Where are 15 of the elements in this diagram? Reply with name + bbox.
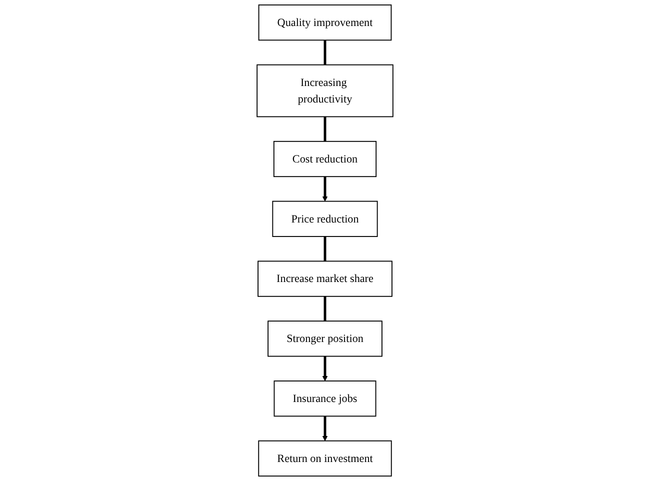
connector bbox=[323, 236, 326, 262]
arrow bbox=[322, 356, 328, 382]
node-box: Increasing productivity bbox=[256, 64, 393, 118]
arrow bbox=[322, 416, 328, 442]
connector bbox=[323, 116, 326, 142]
node-box: Cost reduction bbox=[272, 140, 376, 178]
node-box: Quality improvement bbox=[258, 4, 392, 41]
node-box: Increase market share bbox=[257, 260, 392, 297]
connector bbox=[323, 40, 326, 65]
node-box: Price reduction bbox=[272, 200, 378, 237]
connector bbox=[323, 296, 326, 322]
node-box: Insurance jobs bbox=[273, 380, 376, 417]
arrow bbox=[322, 176, 328, 202]
node-box: Stronger position bbox=[267, 320, 382, 357]
node-box: Return on investment bbox=[258, 440, 392, 477]
